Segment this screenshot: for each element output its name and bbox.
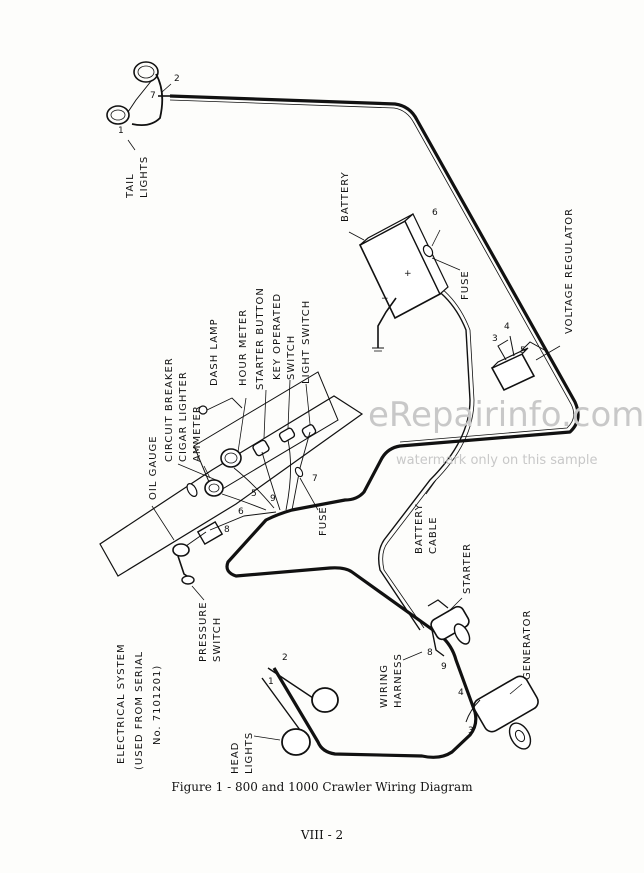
electrical-system-note-line2: (USED FROM SERIAL	[134, 651, 145, 770]
cigar-lighter	[177, 463, 224, 497]
light-switch	[301, 383, 317, 438]
dash-wiring	[209, 431, 311, 531]
hour-meter	[220, 397, 247, 468]
tail-lights-label-line2: LIGHTS	[139, 156, 150, 198]
key-switch-label-line1: KEY OPERATED	[272, 293, 283, 380]
page-number: VIII - 2	[300, 828, 344, 842]
head-wire-2-number: 2	[282, 653, 288, 663]
hour-meter-label: HOUR METER	[238, 309, 249, 386]
wiring-harness-label-line2: HARNESS	[393, 653, 404, 708]
electrical-system-note-line3: No. 7101201)	[152, 665, 163, 745]
pressure-switch	[172, 531, 207, 585]
circuit-breaker-label: CIRCUIT BREAKER	[164, 357, 175, 462]
dash-wire-9-number: 9	[270, 494, 276, 504]
tail-wire-1-number: 1	[118, 126, 124, 136]
cigar-lighter-label: CIGAR LIGHTER	[178, 371, 189, 462]
fuse-top-label: FUSE	[460, 270, 471, 300]
pressure-switch-label-line2: SWITCH	[212, 617, 223, 662]
regulator-wire-3-number: 3	[492, 334, 498, 344]
ammeter-label: AMMETER	[192, 405, 203, 462]
dash-lamp	[198, 397, 243, 415]
battery-ground-strap	[377, 297, 397, 348]
generator-label: GENERATOR	[522, 610, 533, 680]
battery-cable-inner	[382, 273, 475, 629]
harness-inner-wire	[169, 99, 575, 443]
key-switch-label-line2: SWITCH	[286, 335, 297, 380]
head-lights-label-line1: HEAD	[230, 742, 241, 774]
dash-wire-8-number: 8	[224, 525, 230, 535]
dash-lamp-label: DASH LAMP	[209, 318, 220, 386]
figure-caption: Figure 1 - 800 and 1000 Crawler Wiring D…	[171, 780, 473, 794]
wiring-harness-label-line1: WIRING	[379, 664, 390, 708]
electrical-system-note-line1: ELECTRICAL SYSTEM	[116, 643, 127, 764]
dash-wire-6-number: 6	[238, 507, 244, 517]
head-wire-1-number: 1	[268, 677, 274, 687]
starter-button-label: STARTER BUTTON	[255, 287, 266, 390]
battery-cable-label-line2: CABLE	[428, 516, 439, 554]
battery-label: BATTERY	[340, 171, 351, 222]
starter-button	[252, 389, 270, 457]
voltage-regulator	[490, 335, 549, 392]
battery-terminal-fuse	[422, 229, 441, 258]
regulator-wire-5-number: 5	[520, 346, 526, 356]
generator	[465, 675, 539, 750]
regulator-wire-4-number: 4	[504, 322, 510, 332]
tail-lights	[106, 61, 170, 127]
tail-lights-label-line1: TAIL	[125, 173, 136, 199]
battery-wire-6-number: 6	[432, 208, 438, 218]
battery	[358, 213, 449, 320]
starter-label: STARTER	[462, 543, 473, 594]
battery-negative-sign: −	[381, 294, 389, 304]
head-lights-label-line2: LIGHTS	[244, 732, 255, 774]
battery-positive-sign: +	[404, 269, 412, 279]
generator-wire-4-number: 4	[458, 688, 464, 698]
dash-panel	[99, 371, 364, 577]
light-switch-label: LIGHT SWITCH	[301, 300, 312, 384]
dash-wire-5-number: 5	[251, 489, 257, 499]
oil-gauge-label: OIL GAUGE	[148, 435, 159, 500]
generator-wire-3-number: 3	[468, 726, 474, 736]
main-wiring-harness	[169, 94, 580, 759]
head-lights	[261, 667, 339, 756]
watermark-text: eRepairinfo.com	[368, 395, 644, 435]
starter-wire-8-number: 8	[427, 648, 433, 658]
starter-motor	[427, 599, 471, 657]
watermark-subtext: watermark only on this sample	[396, 453, 598, 468]
tail-wire-2-number: 2	[174, 74, 180, 84]
dash-fuse-label: FUSE	[318, 506, 329, 536]
circuit-breaker	[186, 483, 198, 497]
starter-wire-9-number: 9	[441, 662, 447, 672]
voltage-regulator-label: VOLTAGE REGULATOR	[564, 208, 575, 334]
battery-cable	[377, 275, 471, 631]
tail-wire-7-number: 7	[150, 91, 156, 101]
dash-wire-7-number: 7	[312, 474, 318, 484]
pressure-switch-label-line1: PRESSURE	[198, 601, 209, 662]
dash-fuse	[294, 466, 304, 478]
key-operated-switch	[278, 379, 296, 443]
battery-cable-label-line1: BATTERY	[414, 503, 425, 554]
